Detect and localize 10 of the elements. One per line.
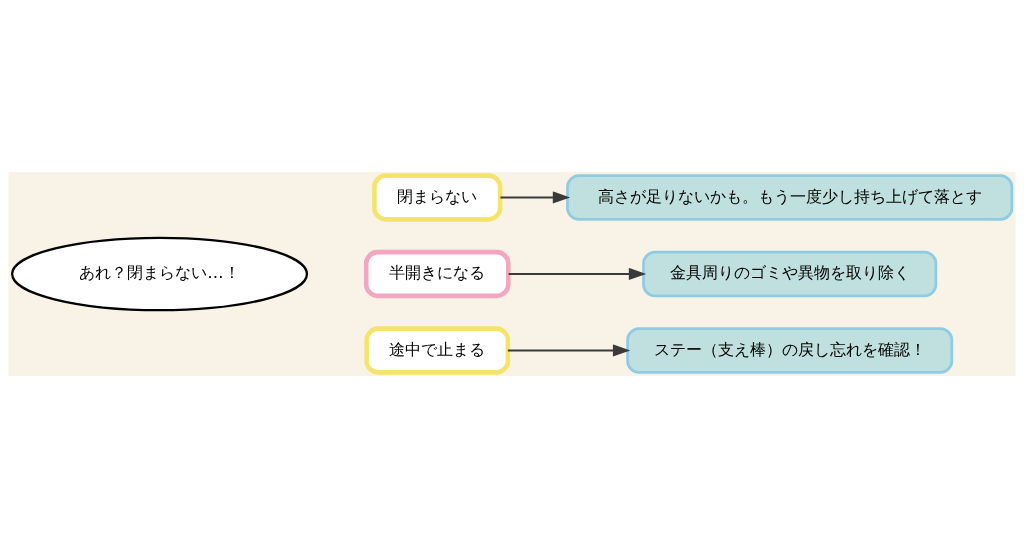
node-box: ステー（支え棒）の戻し忘れを確認！ xyxy=(626,326,954,374)
node-box: 閉まらない xyxy=(372,172,503,222)
arrow xyxy=(507,267,647,280)
node-ellipse: あれ？閉まらない…！ xyxy=(11,236,309,311)
arrow xyxy=(506,343,631,357)
node-box: 高さが足りないかも。もう一度少し持ち上げて落とす xyxy=(566,173,1014,221)
node-box: 半開きになる xyxy=(363,249,511,298)
arrow xyxy=(499,190,571,204)
node-box: 金具周りのゴミや異物を取り除く xyxy=(642,250,938,297)
node-box: 途中で止まる xyxy=(364,325,511,375)
